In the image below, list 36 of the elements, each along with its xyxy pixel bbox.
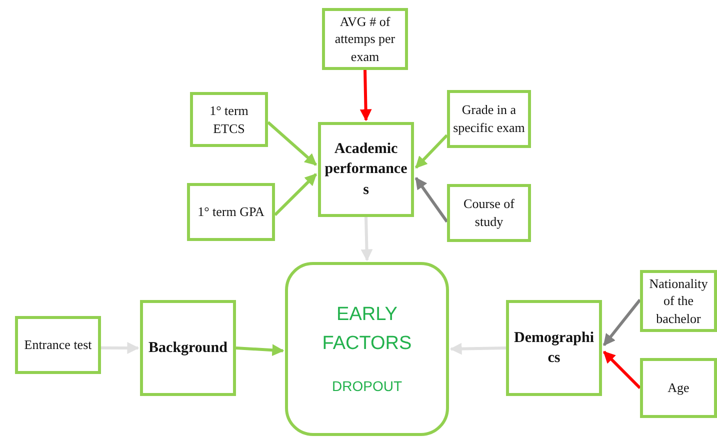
process-box (190, 92, 268, 147)
process-box (640, 358, 717, 418)
arrow (101, 342, 140, 354)
node-text: Course of study (462, 195, 516, 231)
node-text: Academic performances (324, 140, 408, 200)
arrow (602, 298, 642, 346)
node-text: Entrance test (24, 336, 92, 354)
process-box (640, 270, 717, 332)
process-box (140, 300, 236, 396)
arrow (414, 177, 448, 223)
node-text: EARLY FACTORS (321, 303, 413, 356)
node-text: Grade in a specific exam (452, 101, 526, 137)
arrow (414, 134, 448, 169)
node-text: Background (148, 338, 228, 358)
arrow (450, 342, 506, 355)
arrow (236, 344, 284, 356)
process-box (15, 316, 101, 374)
node-text: 1° term ETCS (208, 102, 250, 138)
arrow (360, 216, 373, 262)
process-box (187, 183, 275, 241)
node-text: DROPOUT (332, 377, 402, 396)
process-box (506, 300, 602, 396)
process-box (322, 8, 408, 70)
node-text: Nationality of the bachelor (648, 274, 709, 328)
arrow (602, 350, 642, 390)
arrow (360, 70, 372, 122)
arrow (267, 121, 317, 166)
process-box (447, 184, 531, 242)
node-text: Demographics (513, 328, 595, 368)
process-box (447, 90, 531, 148)
process-box (318, 122, 414, 217)
node-text: 1° term GPA (198, 203, 264, 221)
rounded-box (285, 262, 449, 436)
node-text: Age (668, 379, 690, 397)
arrow (274, 173, 318, 216)
node-text: AVG # of attemps per exam (334, 12, 396, 66)
